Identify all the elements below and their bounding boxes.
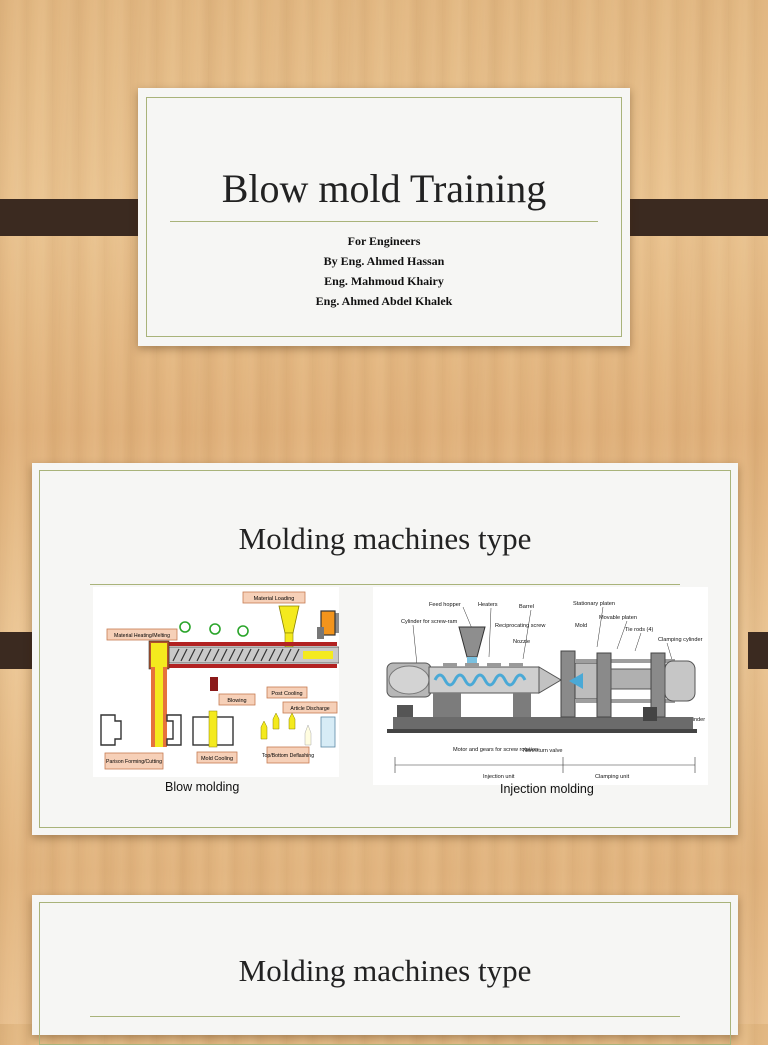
slide2-right-tab [748, 632, 768, 669]
author-line: Eng. Ahmed Abdel Khalek [315, 294, 453, 308]
slide1-title-rule [170, 221, 598, 222]
slide3-title-rule [90, 1016, 680, 1017]
label-material-loading: Material Loading [254, 596, 295, 602]
slide-1[interactable]: Blow mold Training For Engineers By Eng.… [138, 88, 630, 346]
author-line: Eng. Mahmoud Khairy [324, 274, 444, 288]
slide1-author-list: For Engineers By Eng. Ahmed Hassan Eng. … [138, 231, 630, 311]
injection-molding-caption: Injection molding [500, 782, 594, 796]
slide1-left-tab [0, 199, 156, 236]
injection-molding-diagram: Feed hopper Heaters Barrel Stationary pl… [373, 587, 708, 785]
blow-molding-caption: Blow molding [165, 780, 240, 794]
label-post-cooling: Post Cooling [271, 691, 302, 697]
slide-3[interactable]: Molding machines type [32, 895, 738, 1045]
label-blowing: Blowing [227, 698, 246, 704]
author-line: By Eng. Ahmed Hassan [323, 254, 445, 268]
slide2-title-rule [90, 584, 680, 585]
label-mold-cooling: Mold Cooling [201, 756, 233, 762]
author-line: For Engineers [347, 234, 421, 248]
slide1-title: Blow mold Training [221, 166, 547, 211]
label-heaters: Heaters [478, 602, 498, 608]
slide2-frame [39, 470, 731, 828]
label-feed-hopper: Feed hopper [429, 602, 461, 608]
label-heating: Material Heating/Melting [114, 633, 170, 639]
label-movable-platen: Movable platen [599, 615, 637, 621]
label-motor-gears: Motor and gears for screw rotation [453, 747, 538, 753]
label-parison: Parison Forming/Cutting [106, 759, 162, 765]
slide-2[interactable]: Molding machines type Material Loading M… [32, 463, 738, 835]
slide1-right-tab [612, 199, 768, 236]
label-article-discharge: Article Discharge [290, 706, 329, 712]
label-tie-rods: Tie rods (4) [625, 627, 654, 633]
label-stationary-platen: Stationary platen [573, 601, 615, 607]
label-cylinder-screw-ram: Cylinder for screw-ram [401, 619, 458, 625]
label-clamping-unit: Clamping unit [595, 774, 630, 780]
blow-molding-diagram: Material Loading Material Heating/Meltin… [93, 587, 339, 777]
label-reciprocating-screw: Reciprocating screw [495, 623, 546, 629]
label-mold: Mold [575, 623, 587, 629]
label-nonreturn-valve: Nonreturn valve [523, 748, 563, 754]
label-barrel: Barrel [519, 604, 534, 610]
slide1-frame [146, 97, 622, 337]
label-nozzle: Nozzle [513, 639, 530, 645]
label-deflashing: Top/Bottom Deflashing [262, 753, 314, 759]
label-injection-unit: Injection unit [483, 774, 515, 780]
slide3-title: Molding machines type [238, 953, 532, 988]
label-clamping-cylinder: Clamping cylinder [658, 637, 703, 643]
slide2-title: Molding machines type [238, 521, 532, 556]
